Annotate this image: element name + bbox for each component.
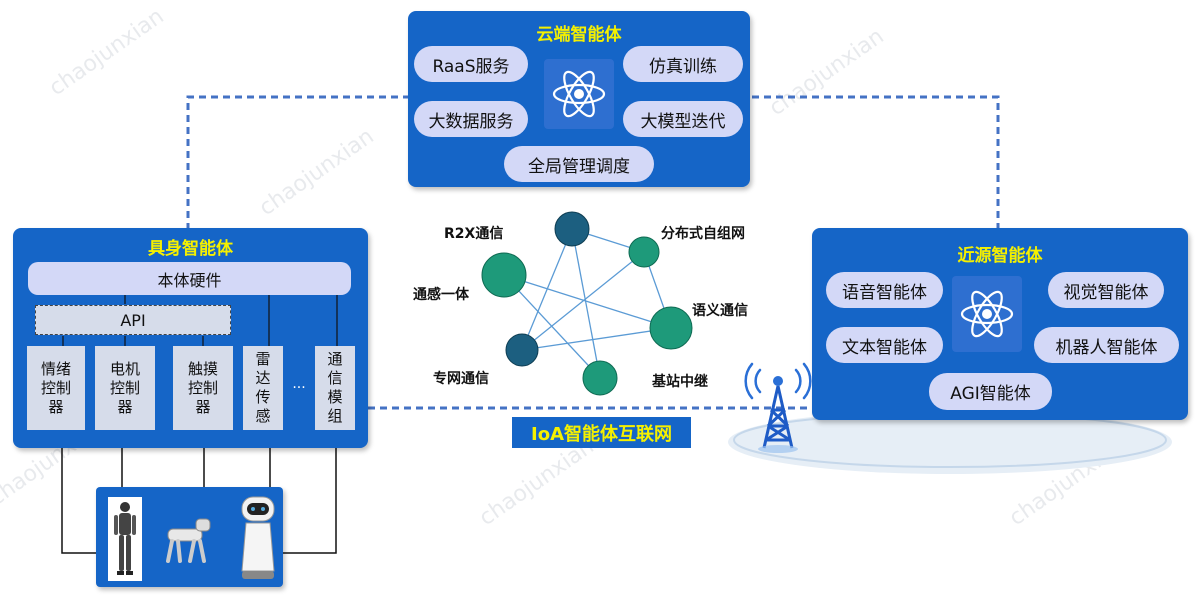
module-motor-controller: 电机控制器 <box>95 346 155 430</box>
cloud-agent-title: 云端智能体 <box>536 25 622 45</box>
cloud-item-global-scheduling: 全局管理调度 <box>504 146 654 182</box>
cloud-item-bigdata: 大数据服务 <box>414 101 528 137</box>
embodied-agent-panel: 具身智能体 本体硬件 API 情绪控制器 电机控制器 触摸控制器 雷达传感 ..… <box>13 228 368 448</box>
service-robot-image <box>238 495 278 581</box>
module-touch-controller: 触摸控制器 <box>173 346 233 430</box>
node-label-semantic: 语义通信 <box>692 303 748 319</box>
node-relay <box>582 360 618 396</box>
edge-item-agi: AGI智能体 <box>929 373 1052 410</box>
robot-dog-image <box>160 513 214 565</box>
robots-panel <box>96 487 283 587</box>
node-semantic <box>649 306 693 350</box>
edge-item-vision: 视觉智能体 <box>1048 272 1164 308</box>
module-radar-sensor: 雷达传感 <box>243 346 283 430</box>
atom-icon <box>544 59 614 129</box>
cloud-item-raas: RaaS服务 <box>414 46 528 82</box>
atom-icon <box>952 276 1022 352</box>
module-ellipsis: ... <box>292 376 306 392</box>
humanoid-robot-image <box>108 497 142 581</box>
hardware-bar: 本体硬件 <box>28 262 351 295</box>
node-label-r2x: R2X通信 <box>444 226 504 242</box>
node-label-private: 专网通信 <box>433 371 489 387</box>
signal-tower-icon <box>744 362 812 453</box>
cloud-item-simulation: 仿真训练 <box>623 46 743 82</box>
node-r2x <box>554 211 590 247</box>
edge-agent-title: 近源智能体 <box>957 246 1043 266</box>
node-label-distributed: 分布式自组网 <box>661 226 745 242</box>
node-label-relay: 基站中继 <box>652 374 708 390</box>
node-label-sensing: 通感一体 <box>413 287 469 303</box>
edge-item-robot: 机器人智能体 <box>1034 327 1179 363</box>
embodied-agent-title: 具身智能体 <box>148 239 233 259</box>
cloud-item-model-iteration: 大模型迭代 <box>623 101 743 137</box>
edge-item-voice: 语音智能体 <box>826 272 943 308</box>
node-private <box>505 333 539 367</box>
cloud-agent-panel: 云端智能体 RaaS服务 仿真训练 大数据服务 大模型迭代 全局管理调度 <box>408 11 750 187</box>
api-connectors <box>62 295 338 346</box>
edge-item-text: 文本智能体 <box>826 327 943 363</box>
module-emotion-controller: 情绪控制器 <box>27 346 85 430</box>
edge-agent-panel: 近源智能体 语音智能体 视觉智能体 文本智能体 机器人智能体 AGI智能体 <box>812 228 1188 420</box>
node-distributed <box>628 236 660 268</box>
api-layer: API <box>35 305 231 335</box>
module-communication: 通信模组 <box>315 346 355 430</box>
ioa-network-label: IoA智能体互联网 <box>512 417 691 448</box>
node-sensing <box>481 252 527 298</box>
